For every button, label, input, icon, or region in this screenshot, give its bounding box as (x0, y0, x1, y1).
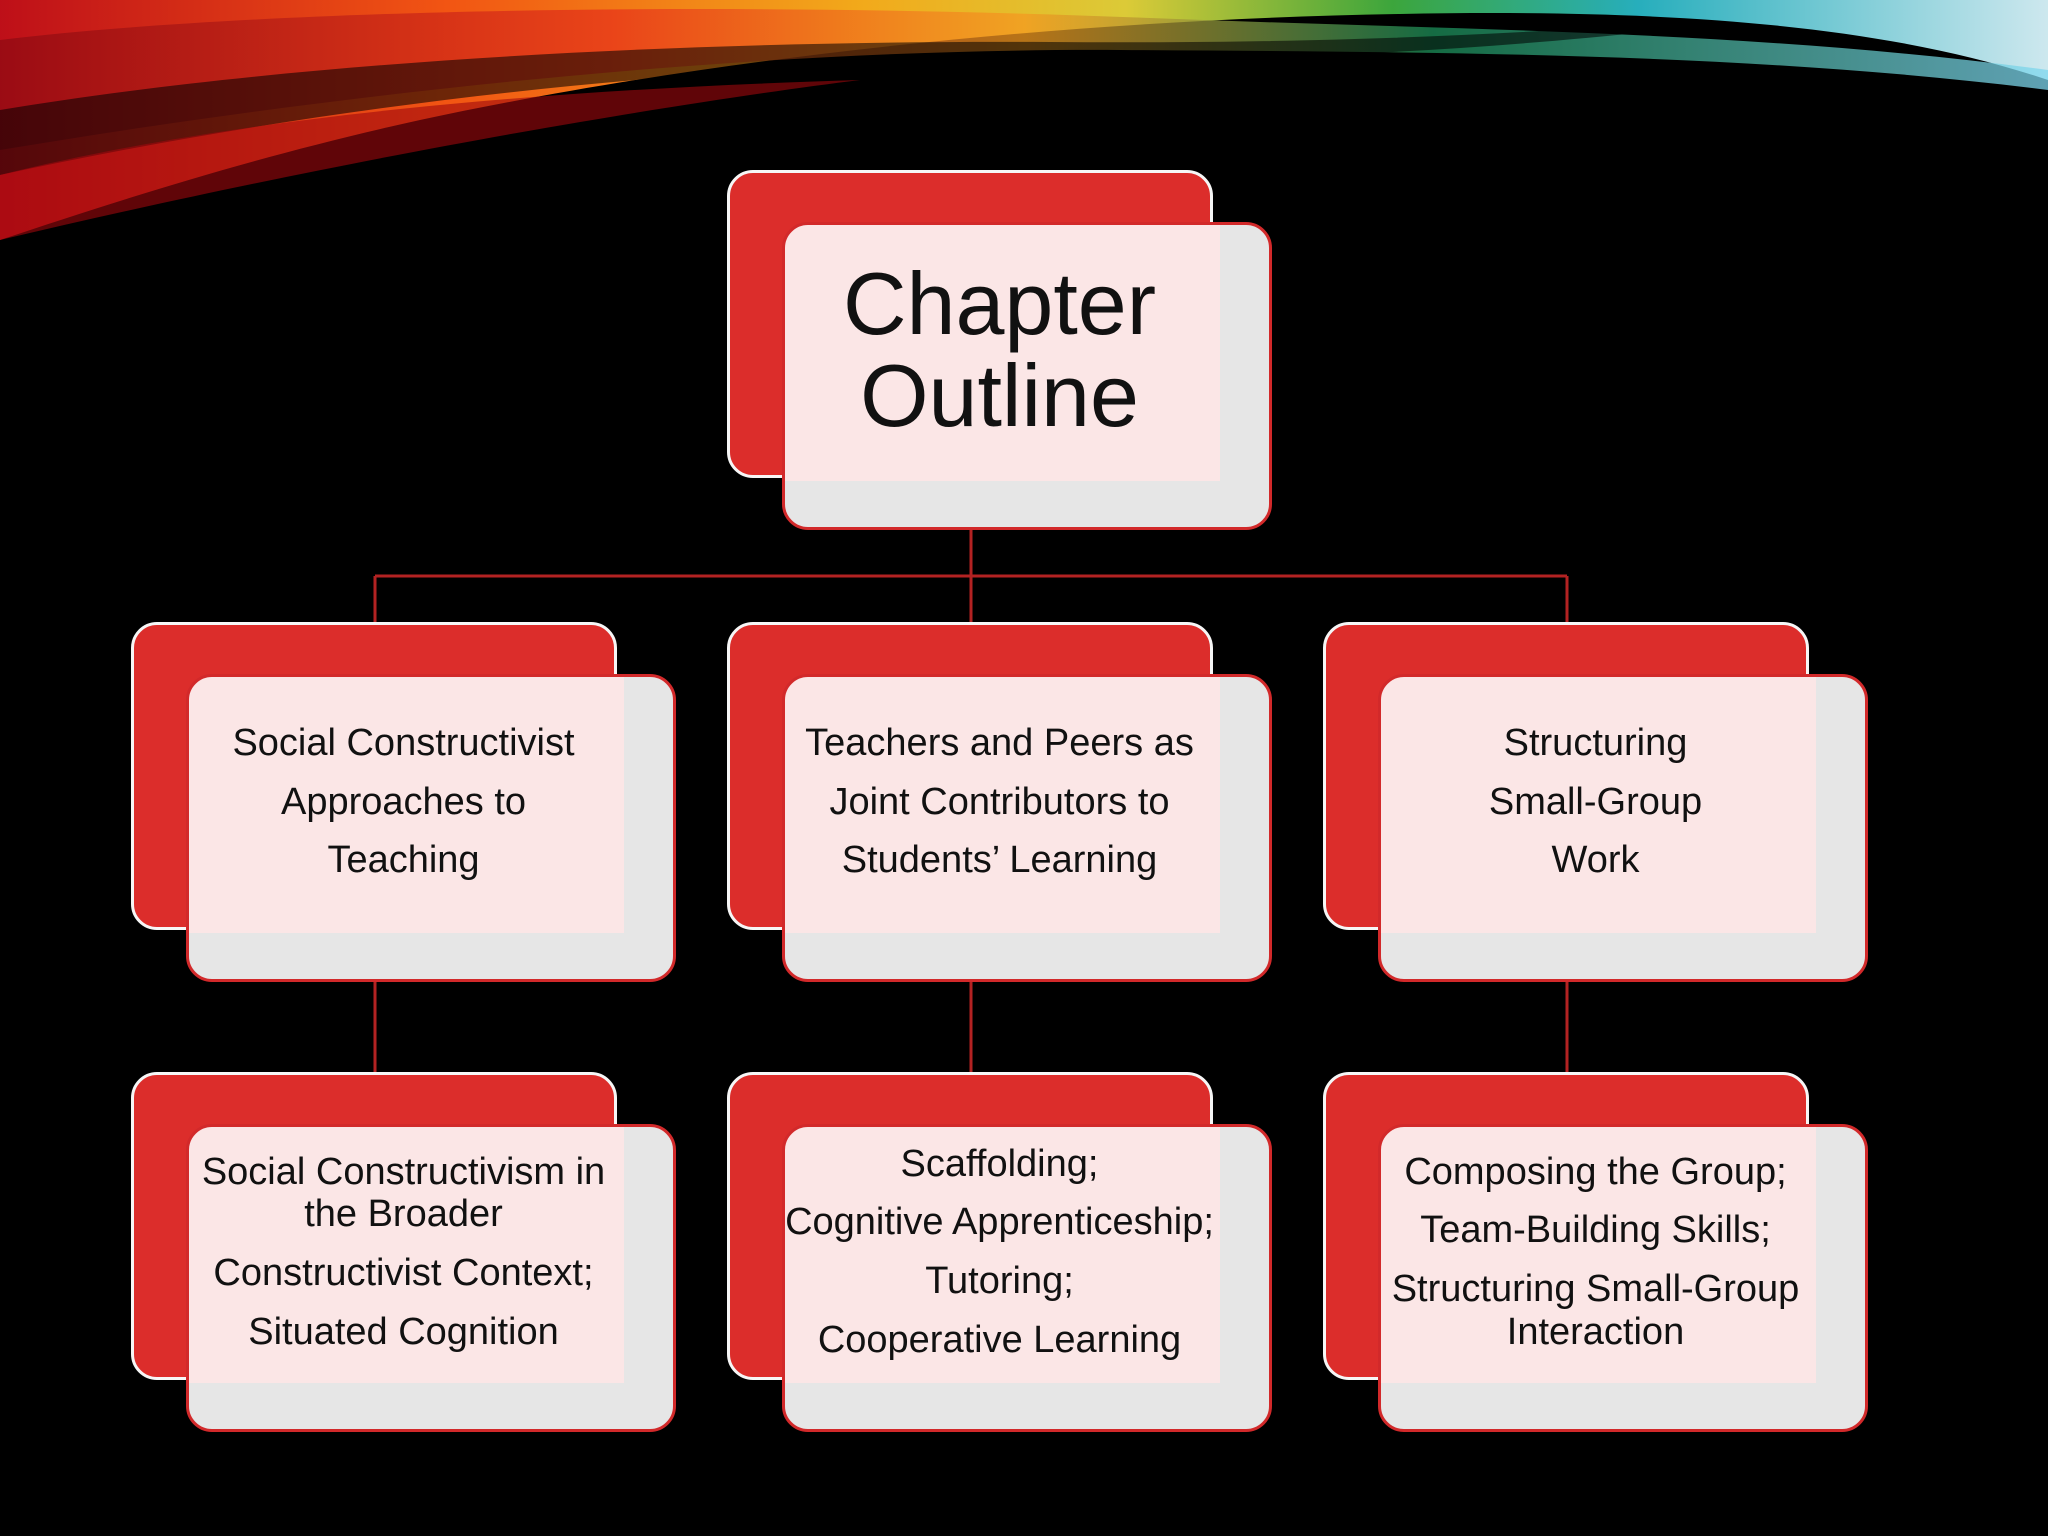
topic-3-line-1: Structuring (1503, 722, 1688, 765)
detail-3-item-1: Composing the Group; (1404, 1150, 1787, 1193)
detail-node-1-front-panel (186, 1124, 676, 1432)
detail-node-1-label: Social Constructivism in the Broader Con… (186, 1124, 621, 1380)
detail-node-2-label: Scaffolding; Cognitive Apprenticeship; T… (782, 1124, 1217, 1380)
topic-1-line-2: Approaches to (280, 780, 527, 823)
root-line-1: Chapter (842, 253, 1157, 353)
detail-node-3-label: Composing the Group; Team-Building Skill… (1378, 1124, 1813, 1380)
detail-1-item-3: Situated Cognition (248, 1310, 559, 1353)
detail-2-item-1: Scaffolding; (900, 1142, 1099, 1185)
detail-node-3-front-panel (1378, 1124, 1868, 1432)
topic-3-line-3: Work (1551, 839, 1640, 882)
topic-2-line-2: Joint Contributors to (829, 780, 1170, 823)
detail-2-item-2: Cognitive Apprenticeship; (785, 1201, 1214, 1244)
topic-node-3-label: Structuring Small-Group Work (1378, 674, 1813, 930)
topic-node-1-front-panel (186, 674, 676, 982)
detail-2-item-3: Tutoring; (925, 1260, 1074, 1302)
root-line-2: Outline (860, 346, 1139, 445)
topic-node-2: Teachers and Peers as Joint Contributors… (727, 622, 1272, 982)
detail-node-2-front-panel (782, 1124, 1272, 1432)
root-node-label: Chapter Outline (782, 222, 1217, 478)
topic-node-1: Social Constructivist Approaches to Teac… (131, 622, 676, 982)
topic-3-line-2: Small-Group (1488, 780, 1703, 823)
decorative-swoosh-banner (0, 0, 2048, 240)
detail-3-item-2: Team-Building Skills; (1420, 1209, 1771, 1252)
detail-1-item-1: Social Constructivism in the Broader (201, 1150, 606, 1236)
topic-node-2-label: Teachers and Peers as Joint Contributors… (782, 674, 1217, 930)
detail-3-item-3: Structuring Small-Group Interaction (1391, 1268, 1800, 1353)
detail-node-3: Composing the Group; Team-Building Skill… (1323, 1072, 1868, 1432)
topic-2-line-3: Students’ Learning (841, 839, 1158, 882)
root-node-front-panel (782, 222, 1272, 530)
topic-node-3-front-panel (1378, 674, 1868, 982)
detail-node-1: Social Constructivism in the Broader Con… (131, 1072, 676, 1432)
topic-1-line-3: Teaching (327, 839, 480, 882)
topic-node-3: Structuring Small-Group Work (1323, 622, 1868, 982)
detail-1-item-2: Constructivist Context; (213, 1252, 594, 1294)
topic-2-line-1: Teachers and Peers as (805, 722, 1194, 765)
root-node: Chapter Outline (727, 170, 1272, 530)
detail-node-2: Scaffolding; Cognitive Apprenticeship; T… (727, 1072, 1272, 1432)
topic-node-2-front-panel (782, 674, 1272, 982)
detail-2-item-4: Cooperative Learning (817, 1318, 1182, 1361)
topic-1-line-1: Social Constructivist (232, 722, 575, 765)
topic-node-1-label: Social Constructivist Approaches to Teac… (186, 674, 621, 930)
